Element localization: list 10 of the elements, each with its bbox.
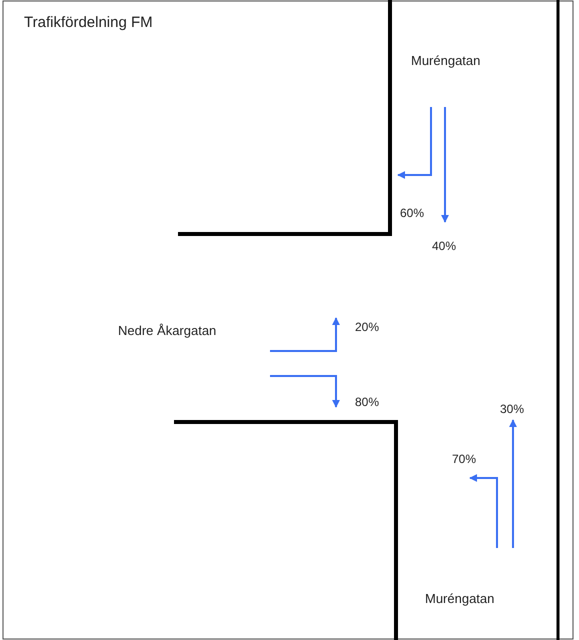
percentage-label: 80%	[355, 395, 380, 409]
percentage-label: 30%	[500, 402, 524, 416]
street-name: Muréngatan	[425, 592, 494, 606]
street-name: Muréngatan	[411, 54, 480, 68]
diagram-title: Trafikfördelning FM	[24, 16, 153, 30]
percentage-label: 70%	[452, 452, 476, 466]
percentage-label: 20%	[355, 320, 380, 334]
percentage-label: 40%	[432, 239, 456, 253]
street-name: Nedre Åkargatan	[118, 324, 216, 338]
percentage-label: 60%	[400, 206, 424, 220]
